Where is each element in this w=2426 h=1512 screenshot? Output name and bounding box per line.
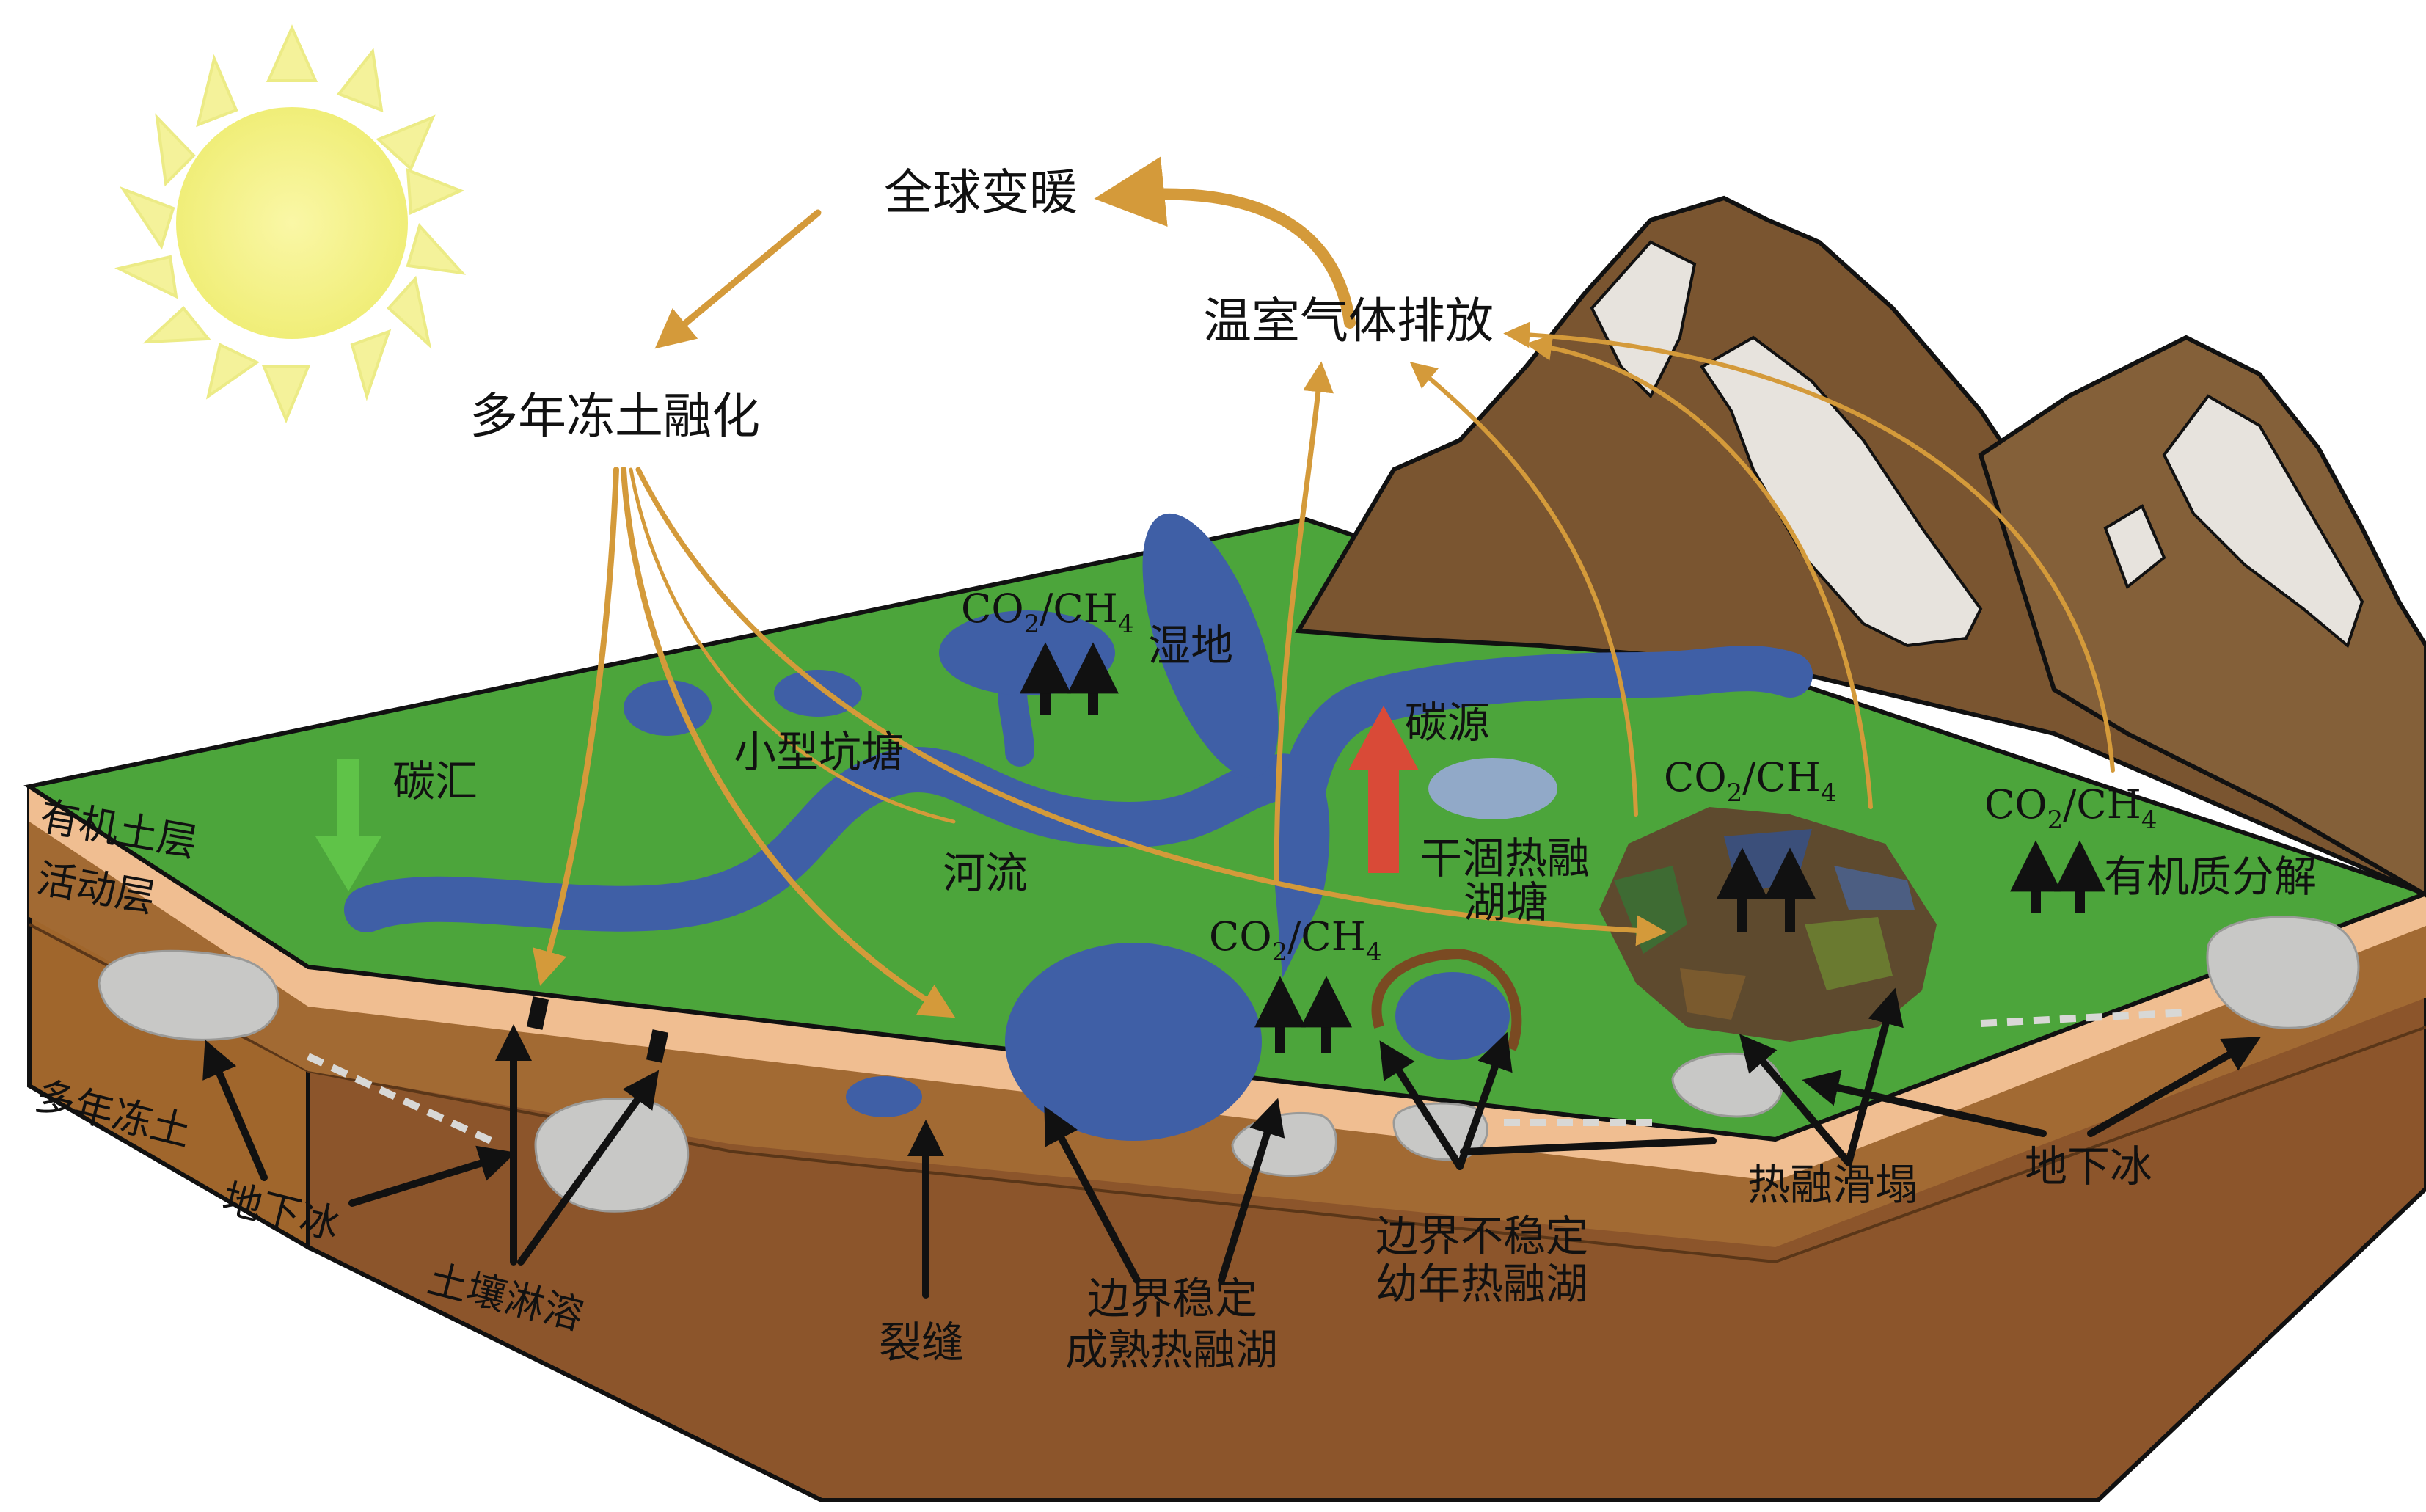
arrow-drained-to-emission [1409, 362, 1638, 817]
arrow-slump-to-emission [1525, 334, 1873, 809]
label-river: 河流 [943, 848, 1028, 898]
label-organic-decomp: 有机质分解 [2104, 852, 2317, 902]
small-pond-1 [624, 680, 712, 736]
label-stable-lake-1: 边界稳定 [1087, 1274, 1257, 1323]
arrow-warming-to-permafrost [654, 209, 822, 349]
label-unstable-lake-1: 边界不稳定 [1375, 1211, 1588, 1261]
label-drained-pond-1: 干涸热融 [1420, 833, 1590, 883]
arrow-permafrost-to-slump [635, 467, 1667, 946]
drained-pond [1428, 758, 1557, 819]
arrow-permafrost-to-pond [629, 467, 956, 824]
sun-rays [114, 24, 467, 424]
arrow-decomp-to-emission [1503, 321, 2115, 773]
label-stable-lake-2: 成熟热融湖 [1065, 1325, 1278, 1375]
young-thaw-lake [1395, 972, 1510, 1060]
snow-left [1700, 335, 1983, 648]
carbon-source-arrow [1348, 706, 1419, 873]
pointer-arrows [202, 987, 2262, 1299]
arrow-wetland-to-emission [1274, 361, 1334, 883]
label-carbon-sink: 碳汇 [392, 756, 478, 806]
label-gas-lake: CO2/CH4 [1209, 913, 1381, 967]
arrow-permafrost-to-soil-1 [532, 467, 619, 986]
wetland-large [1142, 513, 1279, 778]
mature-thaw-lake [1005, 943, 1262, 1141]
arrow-permafrost-to-mature-lake [621, 467, 956, 1018]
snow-right-2 [2103, 504, 2166, 590]
snow-right [2162, 394, 2364, 649]
sun-disc [176, 107, 408, 339]
label-crack: 裂缝 [879, 1318, 964, 1367]
carbon-sink-arrow [315, 759, 381, 891]
label-drained-pond-2: 湖塘 [1464, 877, 1549, 927]
label-gas-slump: CO2/CH4 [1664, 754, 1836, 808]
sun-icon [114, 24, 467, 424]
river [344, 646, 1813, 979]
crack-pond [846, 1076, 922, 1117]
mountain-right [1978, 335, 2426, 898]
label-carbon-source: 碳源 [1405, 698, 1490, 748]
label-ground-ice-right: 地下冰 [2025, 1142, 2152, 1191]
ground-ice [98, 916, 2360, 1213]
arrow-emission-to-warming [1094, 156, 1356, 329]
label-thaw-slump: 热融滑塌 [1747, 1160, 1918, 1210]
label-small-ponds: 小型坑塘 [734, 727, 904, 777]
snow-top [1590, 240, 1697, 399]
label-permafrost-thaw: 多年冻土融化 [470, 388, 760, 445]
label-gas-wetland: CO2/CH4 [961, 585, 1133, 639]
mountains [1294, 195, 2426, 898]
label-wetland: 湿地 [1148, 621, 1233, 671]
label-gas-decomp: CO2/CH4 [1984, 781, 2157, 835]
label-ghg-emission: 温室气体排放 [1203, 293, 1494, 349]
ice-lenses [306, 1009, 2187, 1148]
leaching-marks [526, 996, 669, 1063]
young-lake-rim [1371, 948, 1522, 1051]
gas-arrows [1020, 642, 2105, 1053]
label-unstable-lake-2: 幼年热融湖 [1375, 1259, 1588, 1309]
label-global-warming: 全球变暖 [884, 164, 1078, 221]
gold-flow-arrows [532, 156, 2115, 1018]
